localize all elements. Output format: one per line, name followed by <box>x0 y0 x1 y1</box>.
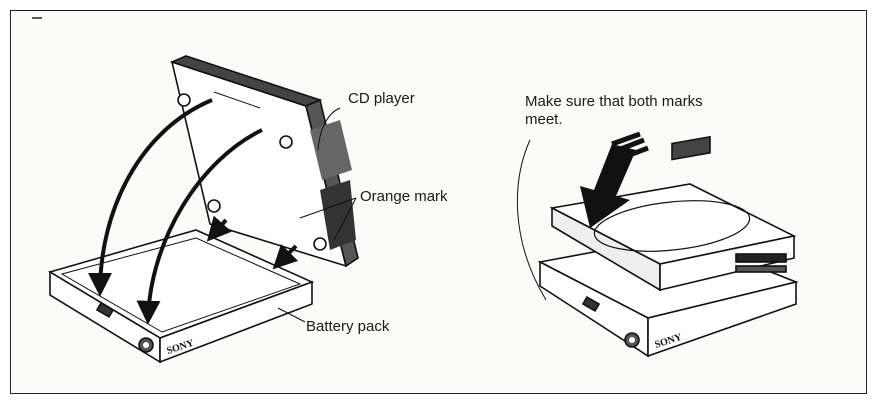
arrow-curve-1 <box>88 98 213 297</box>
label-make-sure: Make sure that both marks meet. <box>525 93 703 128</box>
leader-make-sure <box>516 139 547 301</box>
big-down-arrow <box>580 144 636 228</box>
arrow-curve-2 <box>136 128 263 325</box>
leader-cd-player <box>317 107 341 151</box>
label-cd-player: CD player <box>348 90 415 107</box>
leader-orange-mark-1 <box>299 197 357 219</box>
label-orange-mark: Orange mark <box>360 188 448 205</box>
leader-battery-pack <box>277 307 306 323</box>
label-battery-pack: Battery pack <box>306 318 390 335</box>
arrow-motion-lines <box>611 131 649 161</box>
leader-orange-mark-2 <box>333 197 357 241</box>
orange-mark-arrow-2 <box>272 243 299 270</box>
cd-player-right <box>549 135 797 292</box>
battery-pack-left <box>48 229 315 364</box>
orange-mark-arrow-1 <box>206 215 232 242</box>
